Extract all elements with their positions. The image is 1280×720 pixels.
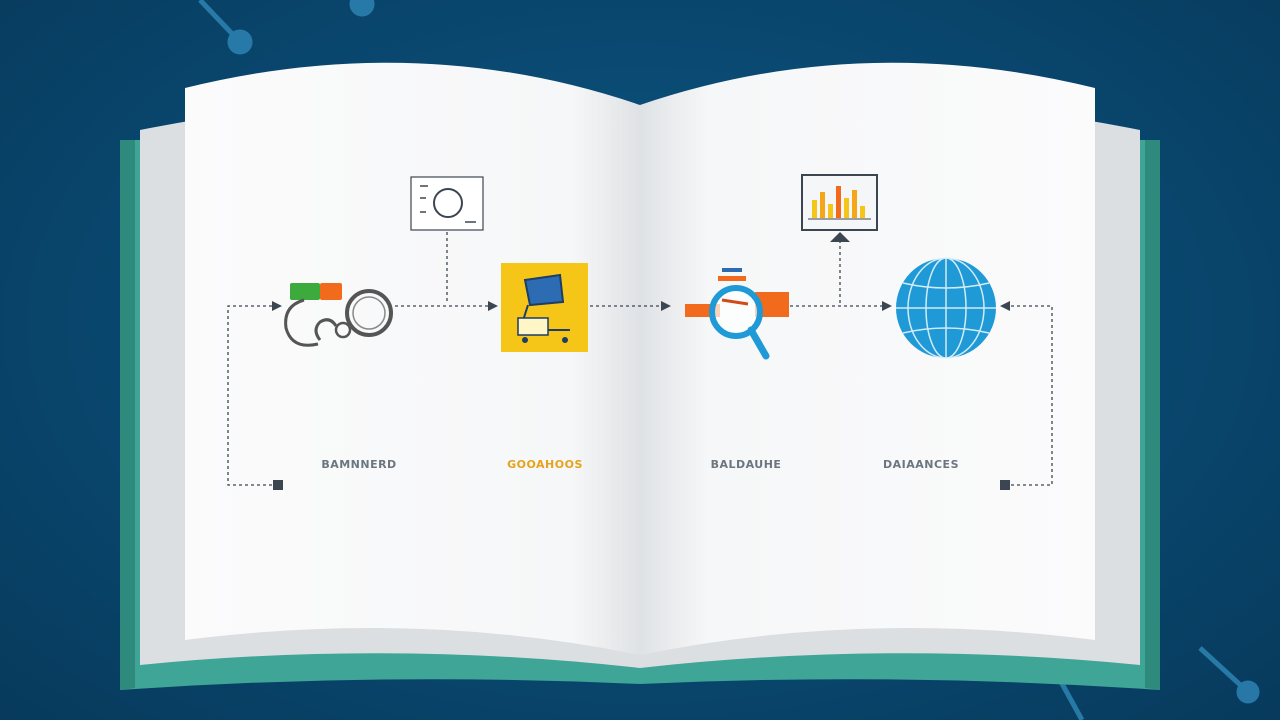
monitor-chart-icon: [801, 174, 878, 242]
flow-connectors: [227, 232, 1053, 486]
left-page: [185, 62, 640, 655]
flow-arrowheads: [272, 301, 1010, 490]
network-decoration: [198, 0, 1260, 720]
chain-link-icon: [284, 283, 393, 347]
globe-icon: [896, 257, 996, 359]
magnifier-icon: [685, 268, 789, 360]
step-4-label: DAIAANCES: [883, 458, 959, 471]
shopping-cart-icon: [501, 263, 588, 352]
step-1-label: BAMNNERD: [321, 458, 397, 471]
control-panel-icon: [410, 176, 484, 231]
right-page: [640, 62, 1095, 655]
step-3-label: BALDAUHE: [710, 458, 782, 471]
step-2-label: GOOAHOOS: [507, 458, 583, 471]
